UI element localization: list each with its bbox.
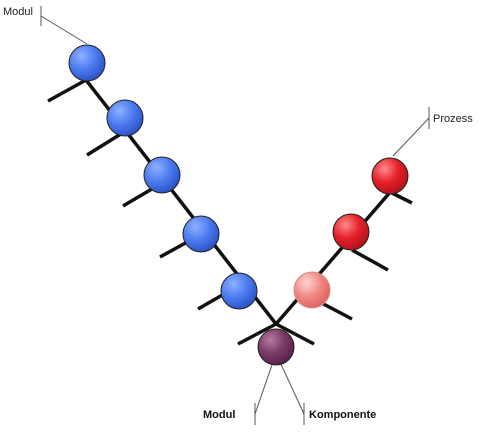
process-node-1 xyxy=(371,157,409,195)
process-node-light xyxy=(293,271,331,309)
component-node xyxy=(257,328,295,366)
label-prozess: Prozess xyxy=(433,113,473,125)
callout-lines xyxy=(40,6,430,425)
module-node-5 xyxy=(220,272,258,310)
module-node-4 xyxy=(182,215,220,253)
module-node-3 xyxy=(143,156,181,194)
module-node-2 xyxy=(106,99,144,137)
label-modul-top: Modul xyxy=(3,6,33,18)
label-modul-bottom: Modul xyxy=(203,409,235,421)
process-node-2 xyxy=(332,213,370,251)
module-node-1 xyxy=(68,44,106,82)
label-komponente: Komponente xyxy=(309,409,376,421)
right-branch-lines xyxy=(274,188,413,346)
left-nodes xyxy=(68,44,258,310)
right-nodes xyxy=(293,157,409,309)
